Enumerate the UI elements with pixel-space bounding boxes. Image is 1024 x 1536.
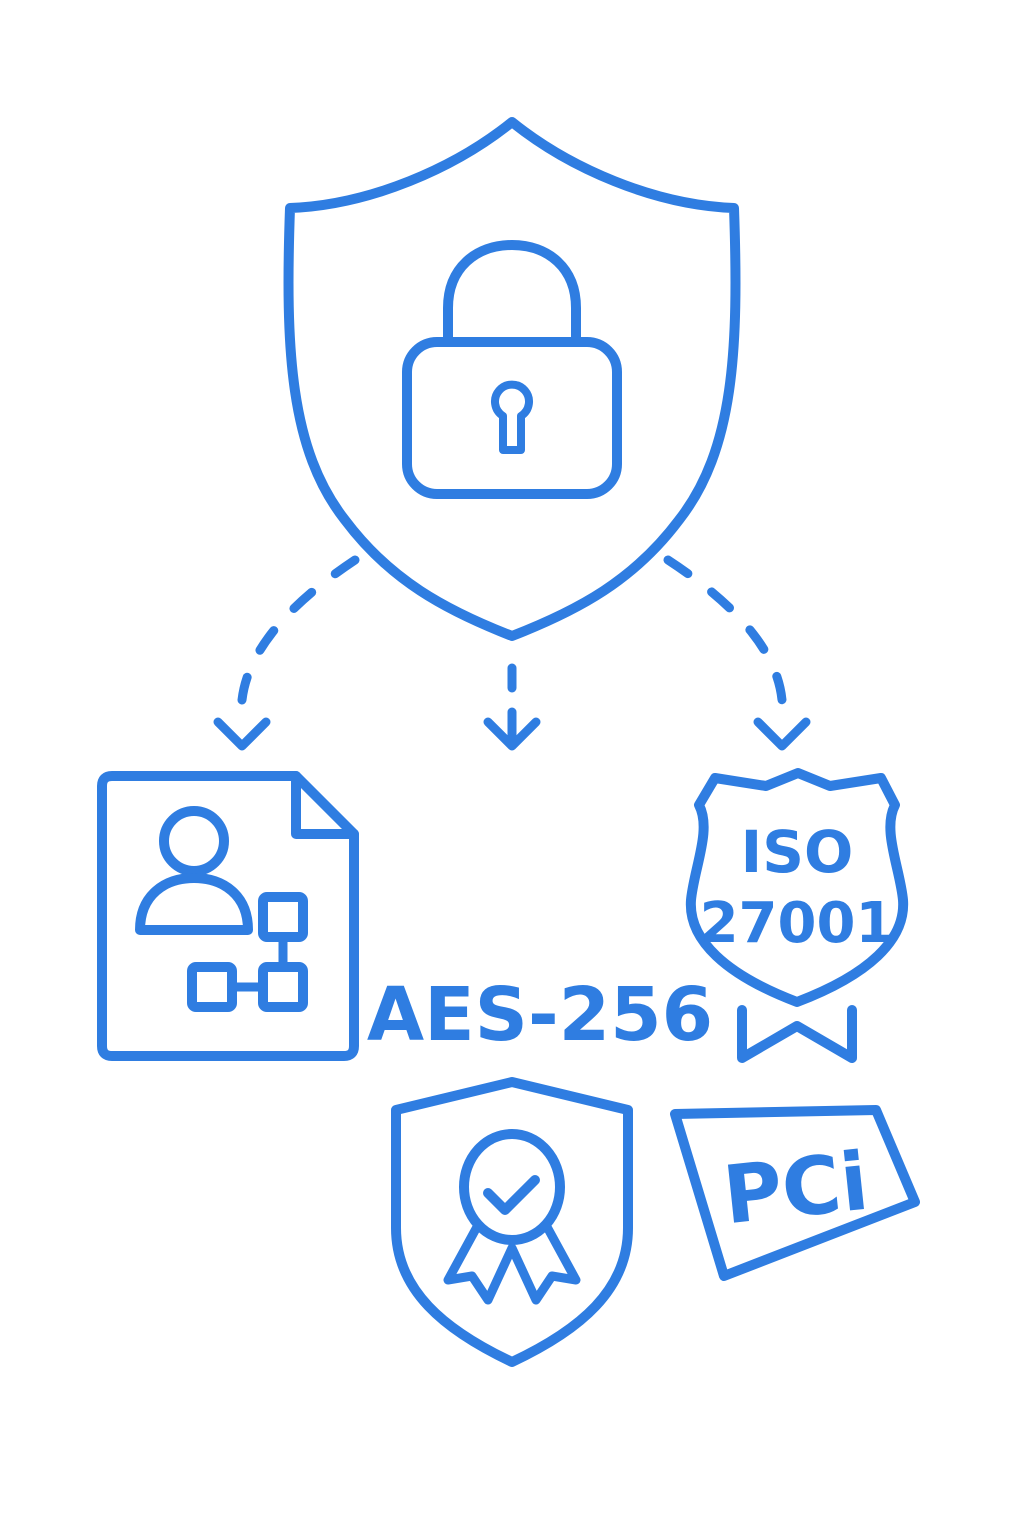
shield-award-icon — [391, 1077, 633, 1367]
connector-left — [213, 555, 360, 751]
connector-right — [663, 555, 811, 751]
iso-label-line2: 27001 — [700, 891, 895, 956]
aes-label: AES-256 — [367, 972, 713, 1058]
document-user-flowchart-icon — [97, 771, 359, 1061]
iso-label-line1: ISO — [741, 818, 854, 886]
pci-label: PCi — [719, 1135, 873, 1243]
user-icon — [135, 806, 253, 935]
flowchart-icon — [187, 892, 308, 1012]
award-ribbon-icon — [443, 1129, 581, 1305]
padlock-icon — [402, 240, 622, 499]
iso-badge-icon: ISO 27001 — [685, 768, 909, 1063]
connector-arrows — [213, 555, 811, 751]
connector-center — [483, 663, 541, 751]
pci-badge-icon: PCi — [670, 1105, 920, 1281]
shield-lock-icon — [283, 117, 741, 641]
keyhole-icon — [491, 380, 533, 454]
